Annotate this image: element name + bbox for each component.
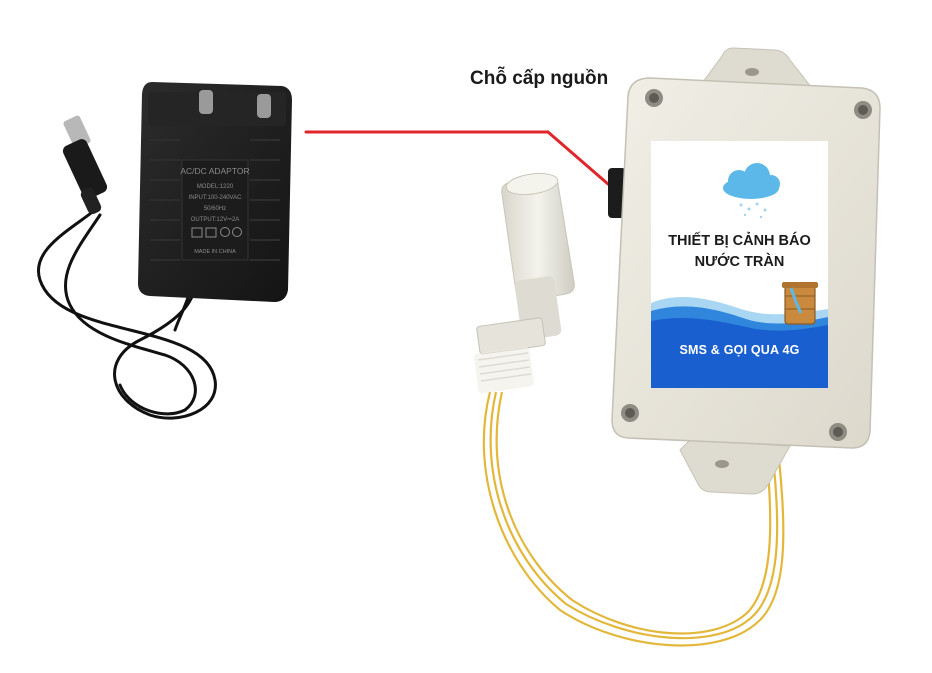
device-label-subtitle: SMS & GỌI QUA 4G <box>679 343 800 357</box>
power-supply-callout: Chỗ cấp nguồn <box>470 68 609 89</box>
screw-icon <box>621 89 872 441</box>
water-tank-icon <box>782 282 818 325</box>
callout-line <box>304 130 610 186</box>
adapter-print-line4: 50/60Hz <box>204 206 226 212</box>
float-sensor <box>474 172 575 394</box>
dc-plug <box>62 115 108 215</box>
adapter-print-line1: AC/DC ADAPTOR <box>180 166 249 176</box>
device-label-title: THIẾT BỊ CẢNH BÁO NƯỚC TRÀN <box>651 231 828 273</box>
label-artwork <box>651 163 828 388</box>
device-label-title-line2: NƯỚC TRÀN <box>694 254 785 270</box>
device-label-title-line1: THIẾT BỊ CẢNH BÁO <box>668 233 811 249</box>
certification-marks-icon <box>191 227 242 238</box>
device-label: THIẾT BỊ CẢNH BÁO NƯỚC TRÀN SMS & GỌI QU… <box>651 141 828 388</box>
rain-drops-icon <box>739 202 767 219</box>
power-adapter: AC/DC ADAPTOR MODEL:1220 INPUT:100-240VA… <box>138 82 292 302</box>
adapter-print-line5: OUTPUT:12V⎓2A <box>191 217 239 223</box>
adapter-print-line6: MADE IN CHINA <box>194 249 236 255</box>
sensor-wires <box>482 391 785 647</box>
adapter-print-line3: INPUT:100-240VAC <box>189 195 243 201</box>
cloud-icon <box>723 163 780 199</box>
adapter-print-line2: MODEL:1220 <box>197 184 234 190</box>
